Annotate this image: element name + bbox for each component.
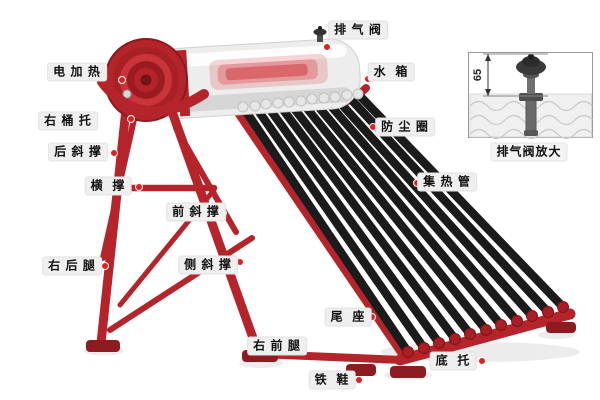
label-dust-ring: 防 尘 圈 xyxy=(375,117,435,137)
label-inset-caption: 排气阀放大 xyxy=(490,142,568,162)
electric-heater-port xyxy=(122,89,132,99)
label-right-front-leg: 右 前 腿 xyxy=(247,336,307,356)
label-water-tank: 水 箱 xyxy=(367,62,415,82)
collector-side-rail xyxy=(233,107,409,361)
dust-ring-grommets xyxy=(237,88,364,113)
label-exhaust-valve: 排 气 阀 xyxy=(328,20,388,40)
label-side-brace: 侧 斜 撑 xyxy=(178,255,238,275)
label-collector-tube: 集 热 管 xyxy=(417,172,477,192)
tank-exhaust-valve xyxy=(313,26,327,42)
label-rear-brace: 后 斜 撑 xyxy=(48,142,108,162)
vacuum-tube-array xyxy=(238,89,568,357)
barrel-cradle xyxy=(97,77,209,117)
water-tank xyxy=(97,26,364,122)
dimension-65: 65 xyxy=(472,53,548,97)
inset-dimension-text: 65 xyxy=(472,69,484,81)
label-right-barrel-support: 右 桶 托 xyxy=(38,111,98,131)
label-electric-heater: 电 加 热 xyxy=(47,62,107,82)
valve-enlarged xyxy=(516,53,546,136)
label-iron-shoe: 铁 鞋 xyxy=(308,370,356,390)
label-right-rear-leg: 右 后 腿 xyxy=(42,256,102,276)
label-tail-seat: 尾 座 xyxy=(324,307,372,327)
label-front-brace: 前 斜 撑 xyxy=(166,202,226,222)
inset-exhaust-valve-detail: 65 xyxy=(468,52,593,140)
label-horizontal-brace: 横 撑 xyxy=(84,176,132,196)
label-bottom-support: 底 托 xyxy=(429,351,477,371)
